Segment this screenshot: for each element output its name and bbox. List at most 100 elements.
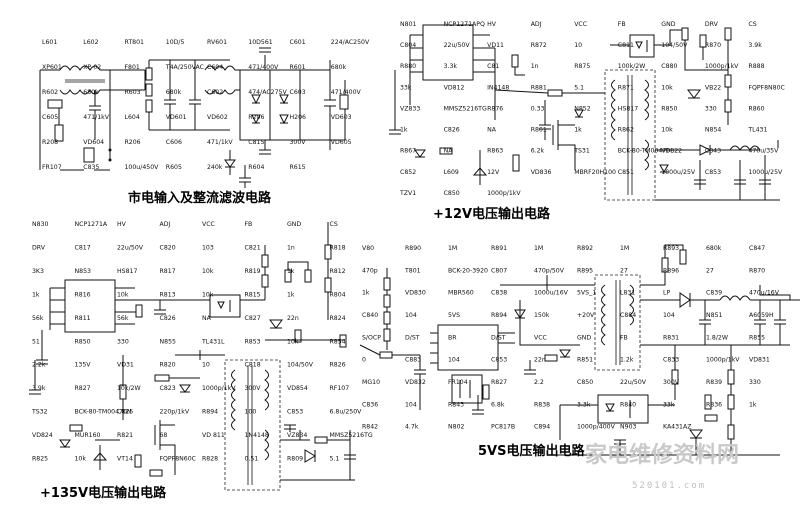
v12-component-label: R870 xyxy=(705,42,721,49)
v135-component-label: R809 xyxy=(287,456,303,463)
v12-component-label: 0.33 xyxy=(531,105,545,112)
v135-component-label: HS817 xyxy=(117,268,137,275)
v5vs-component-label: C840 xyxy=(362,312,378,319)
v5vs-component-label: 1M xyxy=(534,245,543,252)
v5vs-component-label: R836 xyxy=(706,401,722,408)
v5vs-component-label: R894 xyxy=(491,312,507,319)
v135-component-label: R817 xyxy=(160,268,176,275)
v5vs-component-label: 330 xyxy=(749,379,761,386)
v5vs-component-label: R851 xyxy=(577,357,593,364)
v12-component-label: R862 xyxy=(618,127,634,134)
mains-component-label: 680k xyxy=(166,89,182,96)
v12-component-label: C81 xyxy=(487,63,499,70)
v135-component-label: C853 xyxy=(287,409,303,416)
v135-component-label: R894 xyxy=(202,409,218,416)
v12-component-label: R860 xyxy=(748,105,764,112)
mains-component-label: R602 xyxy=(42,89,58,96)
mains-component-label: R601 xyxy=(290,64,306,71)
v135-component-label: VD 811 xyxy=(202,432,225,439)
v5vs-component-label: BCK-20-3920 xyxy=(448,267,488,274)
watermark-text: 家电维修资料网 xyxy=(585,442,739,468)
mains-component-label: R208 xyxy=(42,139,58,146)
v135-component-label: C820 xyxy=(160,245,176,252)
mains-component-label: XP601 xyxy=(42,64,62,71)
v5vs-component-label: R827 xyxy=(491,379,507,386)
v135-component-label: NA xyxy=(202,315,212,322)
v5vs-component-label: C850 xyxy=(577,379,593,386)
v135-component-label: R824 xyxy=(330,315,346,322)
watermark-url: 520101.com xyxy=(632,481,706,491)
v135-component-label: VT14 xyxy=(117,456,133,463)
v135-component-label: 1n xyxy=(287,245,295,252)
v135-component-label: VD31 xyxy=(117,362,134,369)
v135-component-label: 2.2k xyxy=(32,362,46,369)
v5vs-component-label: 4.7k xyxy=(405,424,419,431)
v5vs-component-label: 22u/50V xyxy=(620,379,647,386)
mains-component-label: H206 xyxy=(290,114,307,121)
v5vs-component-label: C836 xyxy=(362,401,378,408)
mains-component-label: XP-02 xyxy=(83,64,101,71)
v5vs-component-label: R890 xyxy=(405,245,421,252)
mains-component-label: R603 xyxy=(125,89,141,96)
v135-component-label: C821 xyxy=(245,245,261,252)
v135-component-label: FQPF8N60C xyxy=(160,456,196,463)
v12-component-label: 1k xyxy=(400,127,408,134)
v5vs-component-label: R870 xyxy=(749,267,765,274)
v5vs-component-label: 1000p/1kV xyxy=(706,357,740,364)
v12-component-label: R872 xyxy=(531,42,547,49)
v5vs-component-label: 470p xyxy=(362,267,378,274)
v5vs-component-label: S/OCP xyxy=(362,334,381,341)
v12-component-label: VD812 xyxy=(444,84,465,91)
v5vs-component-label: 0 xyxy=(362,357,366,364)
mains-component-label: VD603 xyxy=(331,114,352,121)
mains-component-label: C602 xyxy=(207,89,223,96)
v12-component-label: VB22 xyxy=(705,84,721,91)
mains-component-label: R206 xyxy=(125,139,141,146)
v135-component-label: C817 xyxy=(75,245,91,252)
v135-component-label: C823 xyxy=(160,385,176,392)
v5vs-component-label: LP xyxy=(663,290,670,297)
mains-component-label: FR107 xyxy=(42,164,62,171)
mains-component-label: 224/AC250V xyxy=(331,39,370,46)
v135-component-label: MUR160 xyxy=(75,432,101,439)
v12-component-label: 10 xyxy=(574,42,582,49)
v5vs-component-label: 1.2k xyxy=(620,357,634,364)
v5vs-component-label: R891 xyxy=(491,245,507,252)
v12-component-label: N852 xyxy=(574,105,591,112)
mains-component-label: 100u/450V xyxy=(125,164,160,171)
v135-component-label: NCP1271A xyxy=(75,221,108,228)
v5vs-component-label: R855 xyxy=(749,334,765,341)
v5vs-component-label: PC817B xyxy=(491,424,515,431)
mains-component-label: 300V xyxy=(290,139,307,146)
v5vs-component-label: KA431AZ xyxy=(663,424,691,431)
v12-component-label: 1k xyxy=(574,127,582,134)
v135-component-label: C826 xyxy=(160,315,176,322)
v5vs-component-label: 680k xyxy=(706,245,722,252)
v12-component-label: R876 xyxy=(487,105,503,112)
v135-component-label: R820 xyxy=(160,362,176,369)
v12-component-label: 470u/35V xyxy=(748,148,779,155)
v135-component-label: R818 xyxy=(330,245,346,252)
v135-component-label: R812 xyxy=(330,268,346,275)
v135-component-label: 68 xyxy=(160,432,168,439)
v12-output-section xyxy=(389,24,780,201)
v5vs-component-label: C884 xyxy=(620,312,636,319)
ic-n851 xyxy=(437,324,499,371)
v5vs-component-label: 2.2 xyxy=(534,379,544,386)
mains-component-label: C606 xyxy=(166,139,182,146)
v135-component-label: TS32 xyxy=(31,409,48,416)
v135-component-label: R827 xyxy=(75,385,91,392)
mains-component-label: RV601 xyxy=(207,39,227,46)
v5vs-component-label: 27 xyxy=(620,267,628,274)
v5vs-component-label: VD832 xyxy=(405,379,426,386)
v5vs-component-label: R843 xyxy=(448,401,464,408)
v12-component-label: C850 xyxy=(444,190,460,197)
v135-component-label: 135V xyxy=(75,362,92,369)
mains-component-label: 10D/5 xyxy=(166,39,185,46)
v135-component-label: 220p/1kV xyxy=(160,409,190,416)
v12-component-label: 1000p/1kV xyxy=(705,63,739,70)
v135-component-label: CS xyxy=(330,221,338,228)
ic-n830 xyxy=(64,279,116,333)
